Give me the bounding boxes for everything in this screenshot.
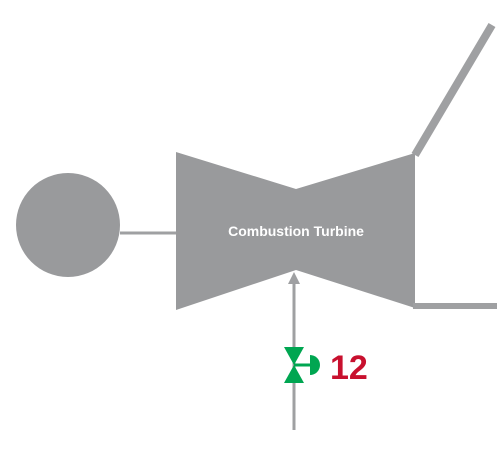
valve-tag-label: 12 (330, 349, 368, 387)
generator-icon (16, 173, 120, 277)
turbine-label: Combustion Turbine (228, 223, 364, 239)
combustion-turbine-icon (176, 152, 415, 310)
exhaust-duct-line (411, 22, 496, 158)
valve-icon (284, 347, 320, 383)
flow-arrow-up-icon (288, 272, 300, 284)
